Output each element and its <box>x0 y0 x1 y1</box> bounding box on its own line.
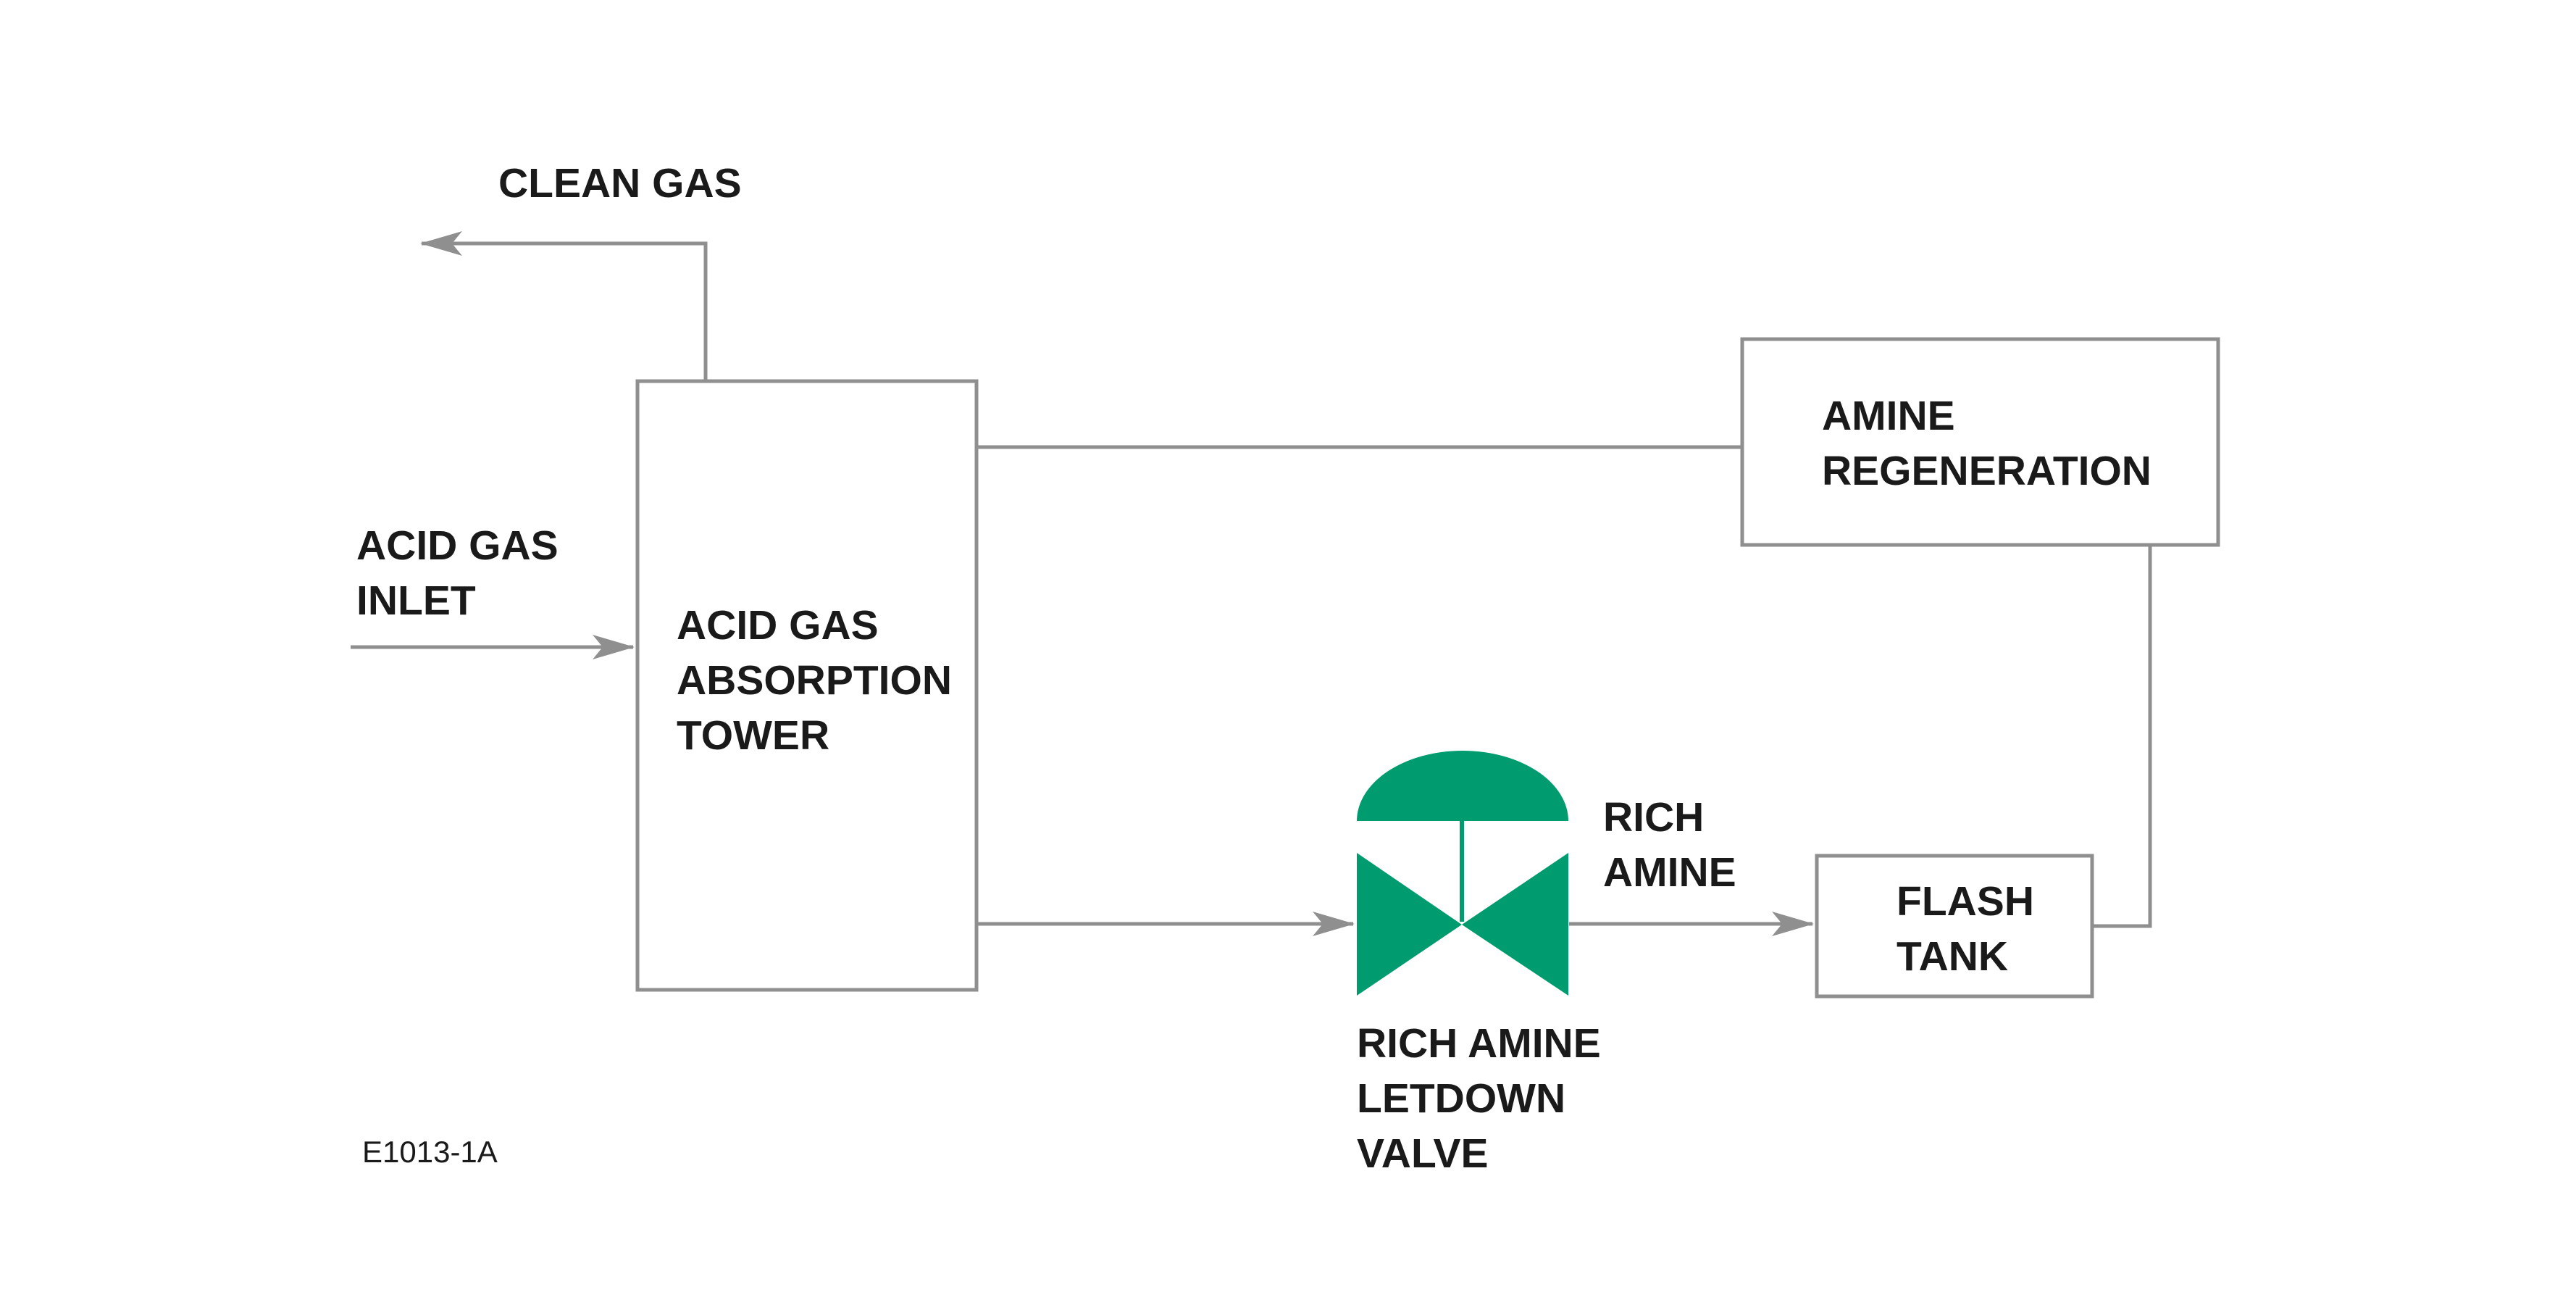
clean-gas-flow-line <box>420 231 708 381</box>
valve-body-left <box>1357 853 1462 996</box>
rich-amine-line-2: AMINE <box>1603 849 1736 896</box>
valve-body-right <box>1462 853 1568 996</box>
flash-tank-line-1: FLASH <box>1897 878 2034 925</box>
amine-regeneration-line-2: REGENERATION <box>1822 448 2151 494</box>
valve-actuator-dome <box>1357 751 1568 821</box>
figure-id-label: E1013-1A <box>362 1135 498 1169</box>
absorption-tower-line-1: ACID GAS <box>677 602 879 649</box>
letdown-valve-line-3: VALVE <box>1357 1130 1489 1177</box>
absorption-tower-line-3: TOWER <box>677 712 829 759</box>
flash-tank-to-regeneration-line <box>2092 545 2152 928</box>
rich-amine-label: RICH AMINE <box>1603 794 1736 896</box>
acid-gas-inlet-line-2: INLET <box>356 578 476 624</box>
flash-tank-label: FLASH TANK <box>1897 878 2046 980</box>
letdown-valve-label: RICH AMINE LETDOWN VALVE <box>1357 1020 1613 1177</box>
letdown-valve-line-1: RICH AMINE <box>1357 1020 1601 1067</box>
letdown-valve-line-2: LETDOWN <box>1357 1075 1565 1122</box>
clean-gas-label: CLEAN GAS <box>498 160 742 207</box>
acid-gas-inlet-label: ACID GAS INLET <box>356 522 570 624</box>
absorption-tower-box <box>635 379 979 992</box>
flash-tank-box <box>1815 854 2094 999</box>
absorption-tower-line-2: ABSORPTION <box>677 657 952 704</box>
flash-tank-line-2: TANK <box>1897 933 2008 980</box>
amine-regeneration-label: AMINE REGENERATION <box>1822 393 2151 494</box>
amine-regeneration-line-1: AMINE <box>1822 393 1955 439</box>
acid-gas-inlet-line-1: ACID GAS <box>356 522 559 569</box>
absorption-tower-label: ACID GAS ABSORPTION TOWER <box>677 602 963 759</box>
letdown-valve-icon <box>1357 751 1568 996</box>
rich-amine-line-1: RICH <box>1603 794 1704 841</box>
amine-regeneration-box <box>1740 337 2220 547</box>
